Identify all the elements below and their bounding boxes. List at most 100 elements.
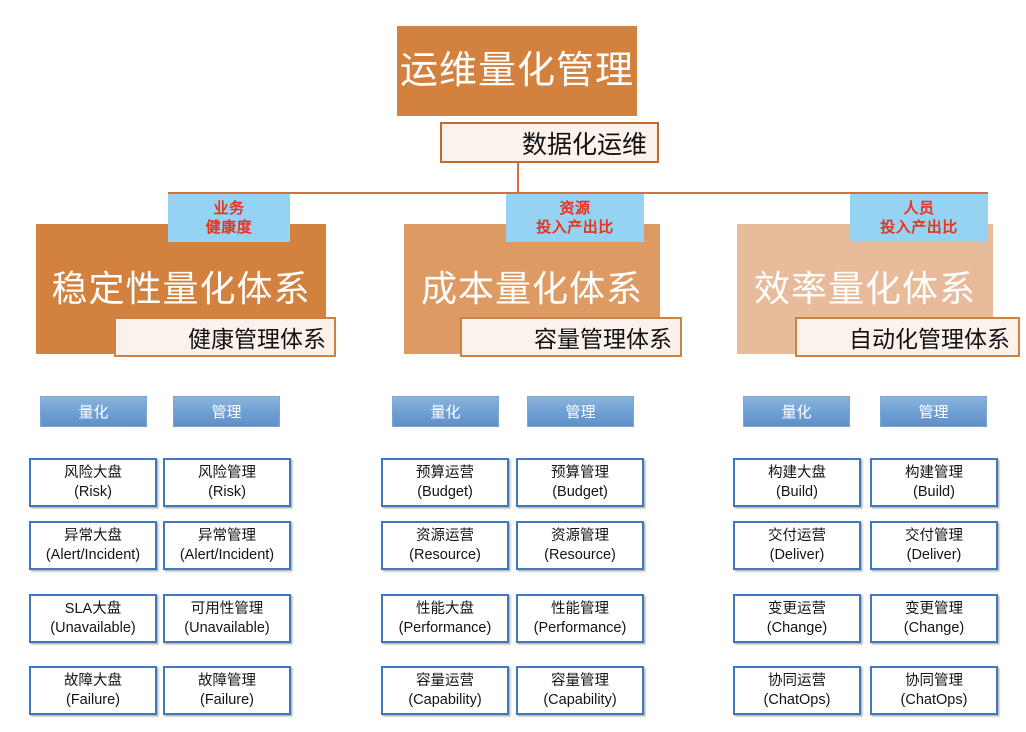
pillar-2-subtitle-text: 容量管理体系 (534, 326, 672, 352)
cell-en: (ChatOps) (900, 691, 968, 708)
cell-cn: 风险管理 (198, 464, 256, 481)
cell-en: (Capability) (408, 691, 482, 708)
pillar-3-cell-0-left[interactable]: 构建大盘 (Build) (733, 458, 861, 507)
root-title-text: 运维量化管理 (399, 50, 634, 92)
pillar-3-cell-1-left[interactable]: 交付运营 (Deliver) (733, 521, 861, 570)
pillar-2-cell-3-right[interactable]: 容量管理 (Capability) (516, 666, 644, 715)
pillar-1-subtitle-text: 健康管理体系 (188, 326, 326, 352)
cell-en: (Build) (913, 483, 955, 500)
cell-cn: 容量管理 (551, 672, 609, 689)
cell-cn: 构建大盘 (768, 464, 826, 481)
pillar-3-col-head-0: 量化 (743, 396, 850, 427)
pillar-1-cell-3-left[interactable]: 故障大盘 (Failure) (29, 666, 157, 715)
pillar-3-tag-line2: 投入产出比 (880, 219, 958, 236)
connector-root-vertical (517, 140, 519, 194)
cell-en: (Alert/Incident) (179, 546, 275, 563)
pillar-2-title: 成本量化体系 (420, 268, 643, 309)
cell-en: (Resource) (409, 546, 481, 563)
cell-cn: 资源管理 (551, 527, 609, 544)
root-subtitle-text: 数据化运维 (521, 130, 647, 159)
cell-cn: 协同管理 (905, 672, 963, 689)
cell-en: (ChatOps) (763, 691, 831, 708)
pillar-1-tag: 业务 健康度 (168, 194, 290, 242)
cell-cn: 交付管理 (905, 527, 963, 544)
cell-en: (Performance) (398, 619, 492, 636)
pillar-1-cell-2-right[interactable]: 可用性管理 (Unavailable) (163, 594, 291, 643)
pillar-2-cell-1-right[interactable]: 资源管理 (Resource) (516, 521, 644, 570)
cell-cn: 资源运营 (416, 527, 474, 544)
cell-en: (Budget) (417, 483, 473, 500)
pillar-3-col-head-1-label: 管理 (918, 404, 949, 421)
cell-en: (Unavailable) (50, 619, 136, 636)
pillar-3-tag-line1: 人员 (903, 200, 935, 217)
pillar-2-cell-0-left[interactable]: 预算运营 (Budget) (381, 458, 509, 507)
pillar-1-col-head-0: 量化 (40, 396, 147, 427)
pillar-1-cell-1-left[interactable]: 异常大盘 (Alert/Incident) (29, 521, 157, 570)
pillar-1-col-head-1-label: 管理 (211, 404, 242, 421)
pillar-2-col-head-1: 管理 (527, 396, 634, 427)
cell-cn: 异常大盘 (64, 527, 122, 544)
cell-en: (Failure) (66, 691, 120, 708)
cell-cn: 构建管理 (905, 464, 963, 481)
cell-en: (Capability) (543, 691, 617, 708)
pillar-3-subtitle-box: 自动化管理体系 (795, 317, 1020, 357)
pillar-3-cell-3-right[interactable]: 协同管理 (ChatOps) (870, 666, 998, 715)
pillar-2-tag-line2: 投入产出比 (536, 219, 614, 236)
cell-cn: 交付运营 (768, 527, 826, 544)
pillar-1-cell-0-right[interactable]: 风险管理 (Risk) (163, 458, 291, 507)
cell-en: (Deliver) (769, 546, 825, 563)
pillar-3-cell-1-right[interactable]: 交付管理 (Deliver) (870, 521, 998, 570)
pillar-2-cell-3-left[interactable]: 容量运营 (Capability) (381, 666, 509, 715)
cell-cn: 性能大盘 (416, 600, 474, 617)
pillar-1-cell-1-right[interactable]: 异常管理 (Alert/Incident) (163, 521, 291, 570)
cell-cn: 异常管理 (198, 527, 256, 544)
pillar-3-subtitle-text: 自动化管理体系 (849, 326, 1010, 352)
pillar-1-cell-2-left[interactable]: SLA大盘 (Unavailable) (29, 594, 157, 643)
pillar-3-col-head-0-label: 量化 (781, 404, 812, 421)
cell-cn: 故障大盘 (64, 672, 122, 689)
cell-en: (Failure) (200, 691, 254, 708)
pillar-1-title: 稳定性量化体系 (51, 268, 311, 309)
pillar-2-col-head-0-label: 量化 (430, 404, 461, 421)
pillar-2-cell-2-right[interactable]: 性能管理 (Performance) (516, 594, 644, 643)
cell-cn: 故障管理 (198, 672, 256, 689)
connector-horizontal-bus (168, 192, 988, 194)
pillar-3-cell-0-right[interactable]: 构建管理 (Build) (870, 458, 998, 507)
pillar-3-cell-3-left[interactable]: 协同运营 (ChatOps) (733, 666, 861, 715)
pillar-2-col-head-0: 量化 (392, 396, 499, 427)
cell-en: (Deliver) (906, 546, 962, 563)
cell-cn: 容量运营 (416, 672, 474, 689)
cell-cn: 可用性管理 (190, 600, 264, 617)
pillar-2-cell-0-right[interactable]: 预算管理 (Budget) (516, 458, 644, 507)
cell-en: (Change) (903, 619, 965, 636)
cell-en: (Budget) (552, 483, 608, 500)
pillar-3-title: 效率量化体系 (753, 268, 976, 309)
cell-cn: SLA大盘 (64, 600, 122, 617)
cell-cn: 变更运营 (768, 600, 826, 617)
pillar-1-col-head-1: 管理 (173, 396, 280, 427)
pillar-2-col-head-1-label: 管理 (565, 404, 596, 421)
cell-cn: 风险大盘 (64, 464, 122, 481)
pillar-3-col-head-1: 管理 (880, 396, 987, 427)
pillar-3-tag: 人员 投入产出比 (850, 194, 988, 242)
cell-cn: 预算运营 (416, 464, 474, 481)
pillar-2-tag: 资源 投入产出比 (506, 194, 644, 242)
pillar-3-cell-2-right[interactable]: 变更管理 (Change) (870, 594, 998, 643)
cell-cn: 性能管理 (551, 600, 609, 617)
pillar-1-cell-0-left[interactable]: 风险大盘 (Risk) (29, 458, 157, 507)
cell-en: (Performance) (533, 619, 627, 636)
root-title-box: 运维量化管理 (397, 26, 637, 116)
cell-en: (Alert/Incident) (45, 546, 141, 563)
pillar-2-cell-2-left[interactable]: 性能大盘 (Performance) (381, 594, 509, 643)
pillar-2-cell-1-left[interactable]: 资源运营 (Resource) (381, 521, 509, 570)
cell-en: (Risk) (74, 483, 112, 500)
cell-en: (Risk) (208, 483, 246, 500)
pillar-1-subtitle-box: 健康管理体系 (114, 317, 336, 357)
pillar-3-cell-2-left[interactable]: 变更运营 (Change) (733, 594, 861, 643)
pillar-1-tag-line2: 健康度 (205, 219, 253, 236)
cell-en: (Change) (766, 619, 828, 636)
pillar-1-cell-3-right[interactable]: 故障管理 (Failure) (163, 666, 291, 715)
cell-cn: 预算管理 (551, 464, 609, 481)
pillar-2-subtitle-box: 容量管理体系 (460, 317, 682, 357)
